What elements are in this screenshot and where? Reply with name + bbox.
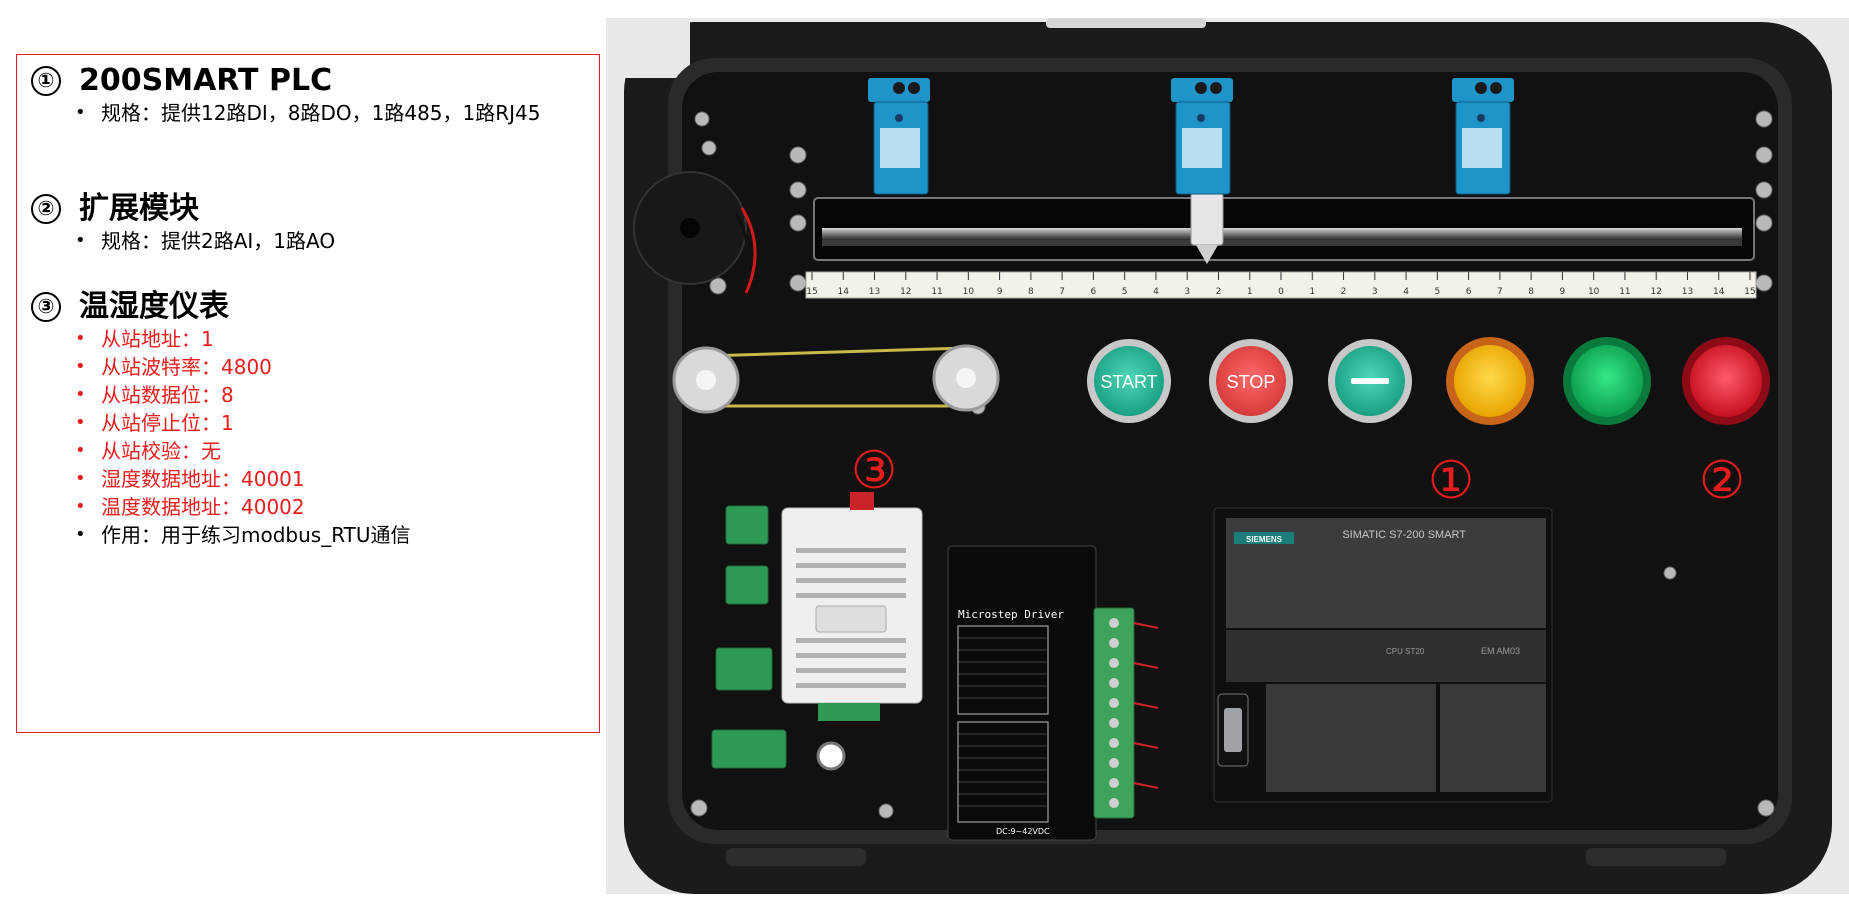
ruler-tick-label: 14 (838, 287, 850, 297)
ruler-tick-label: 7 (1497, 287, 1503, 297)
siemens-logo (1234, 532, 1294, 544)
plc-brand: SIEMENS (1246, 535, 1283, 544)
number-badge: ① (31, 66, 61, 96)
ruler-tick-label: 15 (1744, 287, 1755, 297)
control-buttons: START STOP (1087, 337, 1770, 425)
ruler-tick-label: 6 (1466, 287, 1472, 297)
ruler-tick-label: 4 (1403, 287, 1409, 297)
ruler-tick-label: 4 (1153, 287, 1159, 297)
spec-list: 规格：提供12路DI，8路DO，1路485，1路RJ45 (31, 99, 571, 127)
ruler-tick-label: 3 (1372, 287, 1378, 297)
plc-extension: EM AM03 (1481, 646, 1520, 656)
siemens-plc: SIEMENS SIMATIC S7-200 SMART CPU ST20 EM… (1213, 507, 1553, 803)
spec-item: 规格：提供12路DI，8路DO，1路485，1路RJ45 (75, 99, 571, 127)
section-heading: ③ 温湿度仪表 (31, 289, 411, 325)
ruler-tick-label: 3 (1184, 287, 1190, 297)
section-extension-module: ② 扩展模块 规格：提供2路AI，1路AO (31, 191, 335, 255)
spec-item: 温度数据地址：40002 (75, 493, 411, 521)
section-heading: ① 200SMART PLC (31, 63, 571, 99)
driver-power: DC:9~42VDC (996, 827, 1050, 836)
ruler-tick-label: 12 (1650, 287, 1661, 297)
ruler-tick-label: 5 (1122, 287, 1128, 297)
stop-label: STOP (1227, 372, 1276, 392)
spec-item: 从站波特率：4800 (75, 353, 411, 381)
belt-drive (672, 344, 1000, 414)
microstep-driver: Microstep Driver DC:9~42VDC (947, 545, 1159, 841)
info-panel: ① 200SMART PLC 规格：提供12路DI，8路DO，1路485，1路R… (16, 54, 600, 733)
spec-item: 从站停止位：1 (75, 409, 411, 437)
start-label: START (1100, 372, 1157, 392)
ruler-tick-label: 2 (1341, 287, 1347, 297)
spec-item: 湿度数据地址：40001 (75, 465, 411, 493)
ruler-tick-label: 8 (1028, 287, 1034, 297)
spec-item: 规格：提供2路AI，1路AO (75, 227, 335, 255)
section-plc: ① 200SMART PLC 规格：提供12路DI，8路DO，1路485，1路R… (31, 63, 571, 127)
spec-item: 从站数据位：8 (75, 381, 411, 409)
spec-list: 从站地址：1 从站波特率：4800 从站数据位：8 从站停止位：1 从站校验：无… (31, 325, 411, 549)
spec-item: 从站地址：1 (75, 325, 411, 353)
ruler-tick-label: 0 (1278, 287, 1284, 297)
ruler-tick-label: 11 (931, 287, 942, 297)
ruler-tick-label: 10 (963, 287, 975, 297)
minus-icon (1351, 378, 1389, 384)
section-temp-humidity: ③ 温湿度仪表 从站地址：1 从站波特率：4800 从站数据位：8 从站停止位：… (31, 289, 411, 549)
ruler-tick-label: 11 (1619, 287, 1630, 297)
plc-cpu: CPU ST20 (1386, 647, 1425, 656)
section-title: 200SMART PLC (79, 63, 333, 98)
ruler-tick-label: 13 (1682, 287, 1693, 297)
ruler-tick-label: 6 (1091, 287, 1097, 297)
screw-icons (690, 110, 1775, 819)
slide-carriage (1190, 192, 1224, 246)
ruler-tick-label: 5 (1434, 287, 1440, 297)
proximity-sensors (855, 78, 1514, 195)
ruler-tick-label: 7 (1059, 287, 1065, 297)
ruler-tick-label: 1 (1247, 287, 1253, 297)
marker-3: ③ (851, 441, 898, 501)
number-badge: ② (31, 194, 61, 224)
ruler-tick-label: 8 (1528, 287, 1534, 297)
section-heading: ② 扩展模块 (31, 191, 335, 227)
ruler-tick-label: 14 (1713, 287, 1725, 297)
ruler-tick-label: 2 (1216, 287, 1222, 297)
driver-title: Microstep Driver (958, 608, 1064, 621)
ruler-tick-label: 1 (1309, 287, 1315, 297)
marker-1: ① (1428, 451, 1475, 511)
terminal-blocks (711, 505, 787, 769)
temperature-humidity-sensor (781, 492, 923, 771)
spec-item: 作用：用于练习modbus_RTU通信 (75, 521, 410, 549)
ruler-tick-label: 15 (806, 287, 817, 297)
plc-model: SIMATIC S7-200 SMART (1342, 529, 1466, 541)
ruler-tick-label: 10 (1588, 287, 1600, 297)
section-title: 扩展模块 (79, 191, 199, 226)
ruler-tick-label: 9 (997, 287, 1003, 297)
spec-list: 规格：提供2路AI，1路AO (31, 227, 335, 255)
spec-item: 从站校验：无 (75, 437, 411, 465)
marker-2: ② (1699, 451, 1746, 511)
ruler-tick-label: 12 (900, 287, 911, 297)
number-badge: ③ (31, 292, 61, 322)
section-title: 温湿度仪表 (79, 289, 229, 324)
ruler-tick-label: 13 (869, 287, 880, 297)
ruler-tick-label: 9 (1560, 287, 1566, 297)
